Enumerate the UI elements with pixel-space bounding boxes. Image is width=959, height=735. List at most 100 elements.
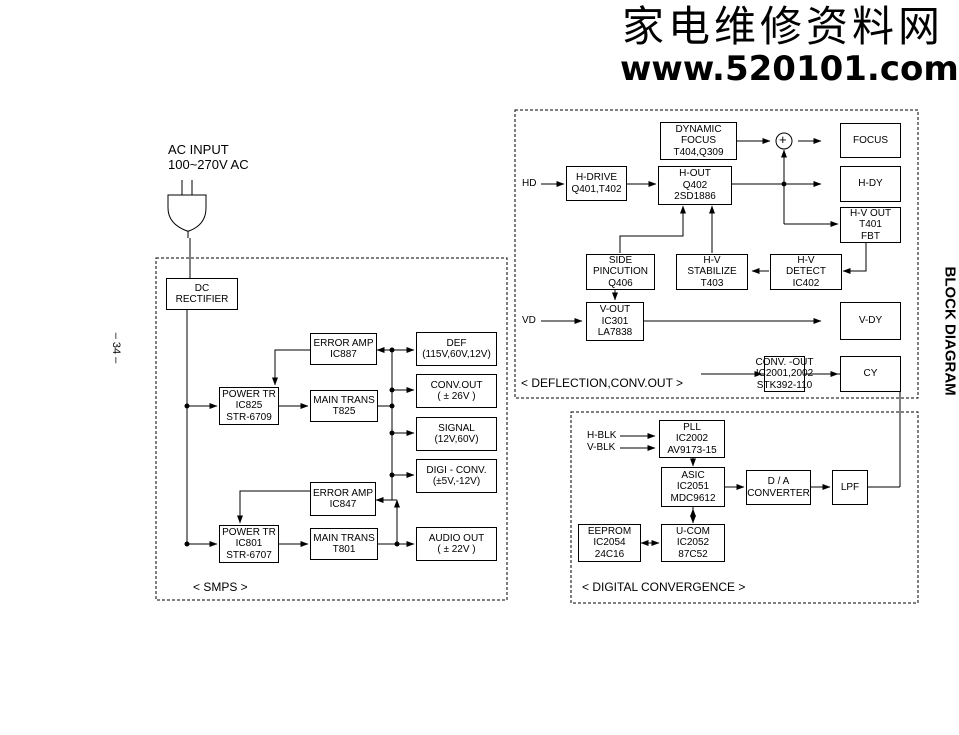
watermark-site-name: 家电维修资料网 [622,2,945,51]
block-label-line: T403 [700,277,724,289]
block-label-line: H-OUT [679,168,711,180]
block-label-line: 24C16 [594,548,625,560]
block-label-line: IC2052 [676,537,710,549]
audio-out-output-block: AUDIO OUT( ± 22V ) [416,527,497,561]
digi-conv-output-block: DIGI - CONV.(±5V,-12V) [416,459,497,493]
block-label-line: Q406 [608,277,633,289]
block-label-line: CONV. -OUT [755,356,814,368]
cy-output-block: CY [840,356,901,392]
block-label-line: 87C52 [678,548,708,560]
block-label-line: DIGI - CONV. [426,464,487,476]
block-label-line: RECTIFIER [175,294,229,305]
block-label-line: STK392-110 [756,379,813,391]
block-label-line: ( ± 26V ) [437,391,476,402]
block-label-line: ASIC [681,469,705,481]
block-label-line: STABILIZE [687,266,737,278]
block-label-line: H-DY [858,178,883,190]
block-label-line: LA7838 [597,327,633,339]
block-label-line: PLL [683,421,701,433]
block-label-line: T404,Q309 [673,146,724,158]
block-label-line: STR-6709 [226,411,272,423]
digital-section-label: < DIGITAL CONVERGENCE > [582,580,746,594]
smps-section-boundary [155,257,508,601]
block-label-line: FOCUS [853,134,888,146]
block-label-line: IC847 [329,499,357,510]
block-label-line: T825 [332,406,356,417]
block-label-line: H-V [703,254,721,266]
block-label-line: SIGNAL [438,422,475,434]
block-label-line: IC887 [330,349,357,360]
def-output-block: DEF(115V,60V,12V) [416,332,497,366]
ac-input-label: AC INPUT 100~270V AC [168,142,249,172]
block-label-line: ERROR AMP [312,487,373,499]
block-label-line: H-V [797,254,815,266]
block-label-line: CONVERTER [747,487,810,499]
block-label-line: T801 [332,544,356,555]
block-label-line: D / A [767,476,790,487]
junction-dots [184,181,787,547]
block-label-line: H-V OUT [849,207,892,219]
block-label-line: V-OUT [599,304,631,316]
block-label-line: H-DRIVE [575,172,618,183]
h-dy-output-block: H-DY [840,166,901,202]
block-label-line: U-COM [676,525,710,537]
block-label-line: DYNAMIC [675,123,722,135]
block-label-line: Q402 [682,179,708,191]
block-label-line: PINCUTION [593,266,648,278]
block-label-line: ( ± 22V ) [437,544,476,555]
block-label-line: DC [194,282,210,294]
block-label-line: POWER TR [222,388,276,400]
page-side-title: BLOCK DIAGRAM [941,266,959,396]
vd-input-label: VD [522,315,536,326]
v-dy-output-block: V-DY [840,302,901,340]
block-label-line: 2SD1886 [674,191,716,203]
block-label-line: Q401,T402 [571,183,622,195]
block-label-line: SIDE [608,254,633,266]
block-label-line: EEPROM [587,525,632,537]
block-label-line: V-DY [858,315,883,327]
block-label-line: IC825 [235,400,263,412]
focus-output-block: FOCUS [840,123,901,158]
block-label-line: FOCUS [681,135,716,147]
block-label-line: IC2054 [593,537,626,549]
block-label-line: IC2051 [676,481,710,493]
deflection-section-boundary [514,109,919,399]
hd-input-label: HD [522,178,537,189]
block-label-line: IC402 [792,277,820,289]
block-label-line: CONV.OUT [430,379,483,391]
deflection-section-label: < DEFLECTION,CONV.OUT > [521,376,684,390]
block-label-line: FBT [861,230,880,242]
block-label-line: MAIN TRANS [313,532,375,544]
digital-section-boundary [570,411,919,604]
block-label-line: (12V,60V) [434,434,479,445]
block-label-line: IC801 [235,538,263,550]
block-label-line: LPF [840,481,860,493]
block-label-line: IC2001,2002 [755,368,814,380]
block-label-line: (±5V,-12V) [432,476,481,487]
watermark-url: www.520101.com [620,49,959,89]
ac-plug-icon [167,180,207,238]
block-label-line: DETECT [786,266,826,278]
v-blk-input-label: V-BLK [587,442,616,453]
block-label-line: ERROR AMP [313,337,374,349]
block-label-line: STR-6707 [226,549,272,561]
smps-section-label: < SMPS > [193,580,248,594]
block-label-line: AV9173-15 [667,444,717,456]
